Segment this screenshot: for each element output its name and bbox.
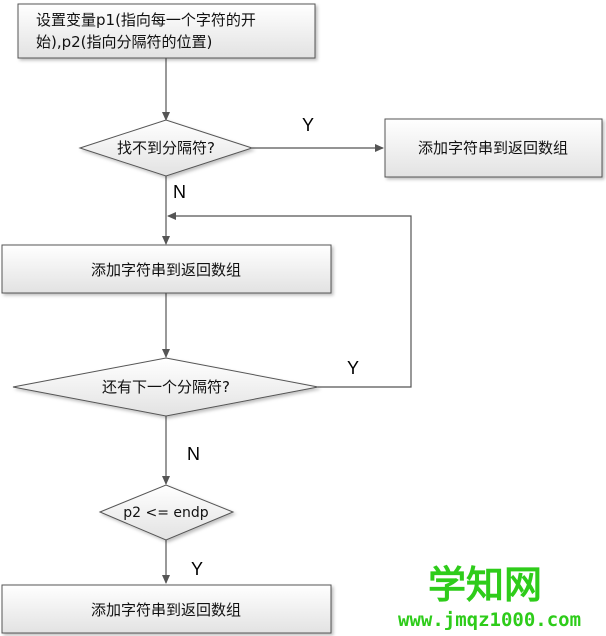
- label-yes-next-separator: Y: [347, 358, 359, 378]
- label-no-no-separator: N: [173, 182, 186, 202]
- add-string-right-box: [384, 118, 603, 178]
- decision-next-separator-label: 还有下一个分隔符?: [102, 378, 230, 396]
- connectors: [162, 58, 412, 584]
- add-string-final-label: 添加字符串到返回数组: [91, 601, 241, 619]
- decision-p2-endp: [98, 484, 235, 541]
- watermark-logo: 学知网: [428, 563, 542, 607]
- watermark-url: www.jmqz1000.com: [398, 609, 581, 631]
- label-yes-p2-endp: Y: [191, 559, 203, 579]
- init-box-line2: 始),p2(指向分隔符的位置): [36, 33, 212, 51]
- init-box: [17, 3, 316, 59]
- init-box-line1: 设置变量p1(指向每一个字符的开: [36, 11, 256, 29]
- decision-p2-endp-label: p2 <= endp: [123, 505, 209, 521]
- decision-no-separator: [78, 119, 254, 177]
- decision-next-separator: [12, 357, 319, 417]
- edge-decision2-yes-loop: [167, 212, 412, 388]
- add-string-loop-label: 添加字符串到返回数组: [91, 261, 241, 279]
- label-no-next-separator: N: [187, 444, 200, 464]
- add-string-final-box: [1, 584, 332, 634]
- decision-no-separator-label: 找不到分隔符?: [117, 139, 215, 157]
- label-yes-no-separator: Y: [302, 115, 314, 135]
- add-string-loop-box: [1, 244, 332, 294]
- add-string-right-label: 添加字符串到返回数组: [418, 139, 568, 157]
